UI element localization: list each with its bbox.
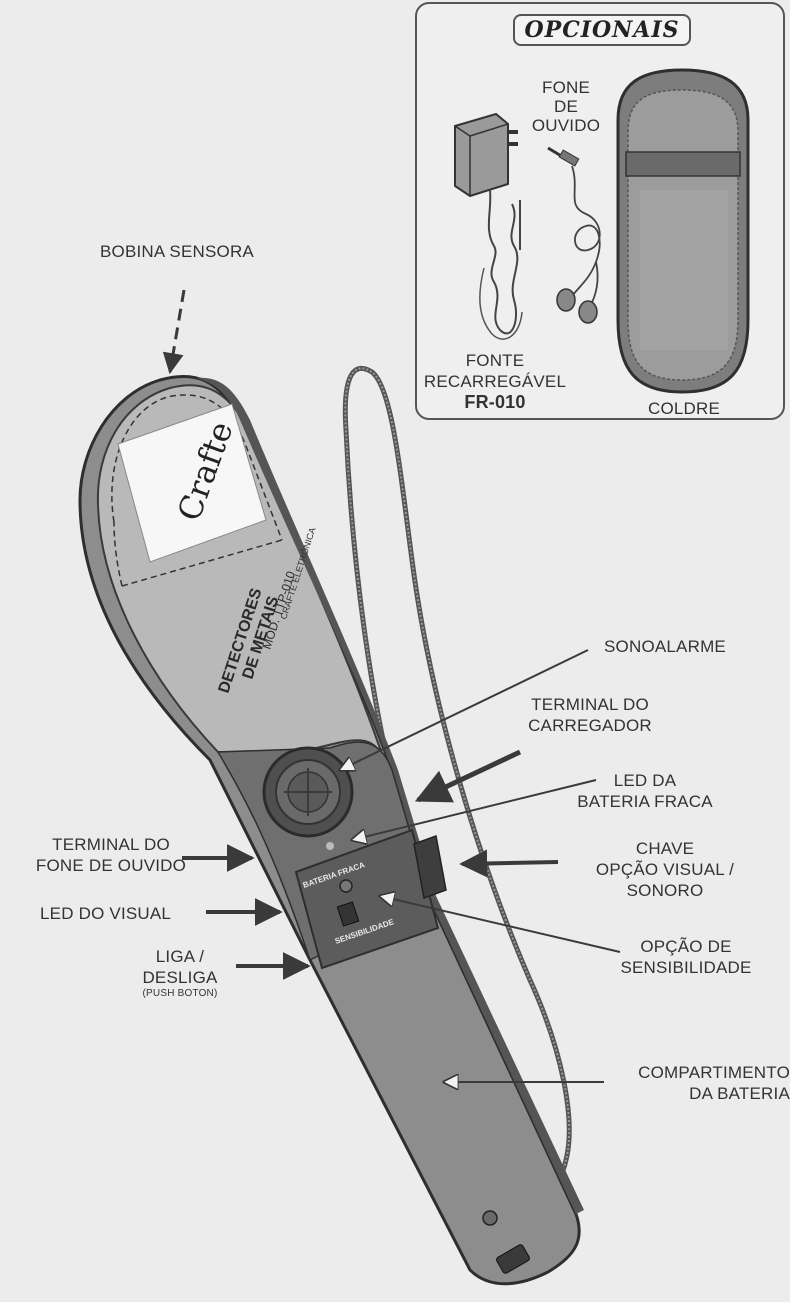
battery-compartment-line2: DA BATERIA	[689, 1084, 790, 1103]
switch-line2: OPÇÃO VISUAL /	[595, 860, 735, 879]
charger-model: FR-010	[464, 392, 526, 412]
charger-terminal-label: TERMINAL DO CARREGADOR	[510, 694, 670, 736]
optionals-title: OPCIONAIS	[513, 14, 691, 46]
detector-body	[78, 374, 584, 1286]
battery-led-label: LED DA BATERIA FRACA	[560, 770, 730, 812]
battery-led-line1: LED DA	[613, 771, 677, 790]
leader-lines	[162, 289, 621, 1082]
switch-line3: SONORO	[626, 881, 704, 900]
earphone-label-line3: OUVIDO	[531, 116, 601, 135]
charger-terminal-line2: CARREGADOR	[528, 716, 652, 735]
visual-led-label: LED DO VISUAL	[40, 904, 172, 923]
switch-label: CHAVE OPÇÃO VISUAL / SONORO	[580, 838, 750, 901]
holster-label: COLDRE	[647, 399, 721, 418]
power-note: (PUSH BOTON)	[142, 988, 218, 999]
charger-terminal-line1: TERMINAL DO	[531, 695, 649, 714]
earphone-label-line1: FONE	[541, 78, 591, 97]
charger-label-line2: RECARREGÁVEL	[423, 372, 567, 391]
sensitivity-line1: OPÇÃO DE	[640, 937, 732, 956]
sensitivity-line2: SENSIBILIDADE	[620, 958, 752, 977]
earphone-label: FONE DE OUVIDO	[528, 78, 604, 135]
battery-compartment-line1: COMPARTIMENTO	[638, 1063, 790, 1082]
power-label: LIGA / DESLIGA (PUSH BOTON)	[120, 946, 240, 1000]
charger-label: FONTE RECARREGÁVEL FR-010	[420, 350, 570, 413]
earphone-label-line2: DE	[553, 97, 579, 116]
sensitivity-label: OPÇÃO DE SENSIBILIDADE	[604, 936, 768, 978]
power-line2: DESLIGA	[142, 968, 218, 987]
sonoalarm-label: SONOALARME	[604, 637, 726, 656]
earphone-terminal-line1: TERMINAL DO	[52, 835, 170, 854]
charger-drawing	[454, 112, 523, 340]
charger-label-line1: FONTE	[465, 351, 525, 370]
earphone-terminal-label: TERMINAL DO FONE DE OUVIDO	[20, 834, 202, 876]
coil-label: BOBINA SENSORA	[100, 242, 254, 261]
earphone-terminal-line2: FONE DE OUVIDO	[35, 856, 187, 875]
battery-led-line2: BATERIA FRACA	[577, 792, 713, 811]
switch-line1: CHAVE	[635, 839, 695, 858]
holster-drawing	[616, 68, 750, 394]
battery-compartment-label: COMPARTIMENTO DA BATERIA	[606, 1062, 790, 1104]
power-line1: LIGA /	[155, 947, 205, 966]
earphone-drawing	[547, 146, 601, 324]
